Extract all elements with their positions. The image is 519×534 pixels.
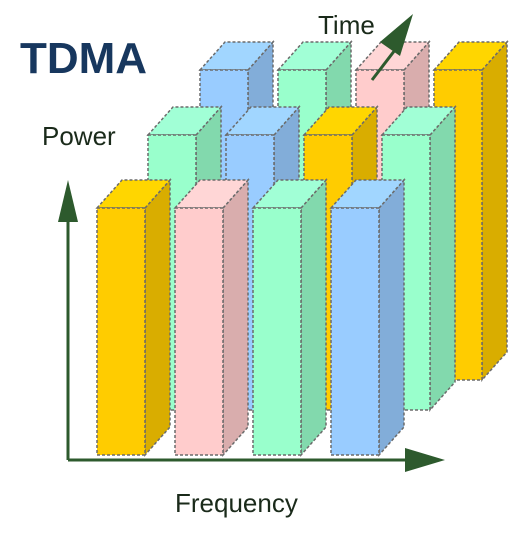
power-axis-label: Power — [42, 121, 116, 151]
block-top-face — [95, 179, 172, 209]
block-blue — [329, 178, 406, 457]
block-top-face — [276, 41, 353, 71]
time-axis-label: Time — [318, 10, 375, 40]
block-top-face — [198, 41, 275, 71]
block-top-face — [354, 41, 431, 71]
time-axis-line — [370, 49, 397, 81]
block-top-face — [251, 179, 328, 209]
block-top-face — [173, 179, 250, 209]
block-green — [251, 178, 328, 457]
block-top-face — [224, 106, 301, 136]
block-side-face — [222, 178, 249, 457]
block-front-face — [252, 207, 302, 456]
block-side-face — [300, 178, 327, 457]
time-axis-arrow-icon — [380, 14, 413, 56]
block-front-face — [96, 207, 146, 456]
block-top-face — [380, 106, 457, 136]
frequency-axis-label: Frequency — [175, 488, 298, 518]
block-front-face — [174, 207, 224, 456]
block-side-face — [378, 178, 405, 457]
page-title: TDMA — [20, 34, 147, 83]
block-front-face — [330, 207, 380, 456]
block-pink — [173, 178, 250, 457]
time-frequency-blocks — [95, 40, 509, 457]
block-top-face — [432, 41, 509, 71]
block-top-face — [329, 179, 406, 209]
power-axis-arrow-icon — [58, 180, 78, 222]
block-side-face — [429, 105, 456, 412]
block-top-face — [146, 106, 223, 136]
block-yellow — [95, 178, 172, 457]
block-side-face — [144, 178, 171, 457]
frequency-axis-arrow-icon — [405, 448, 445, 472]
block-side-face — [481, 40, 508, 382]
axes — [58, 14, 445, 472]
block-top-face — [302, 106, 379, 136]
